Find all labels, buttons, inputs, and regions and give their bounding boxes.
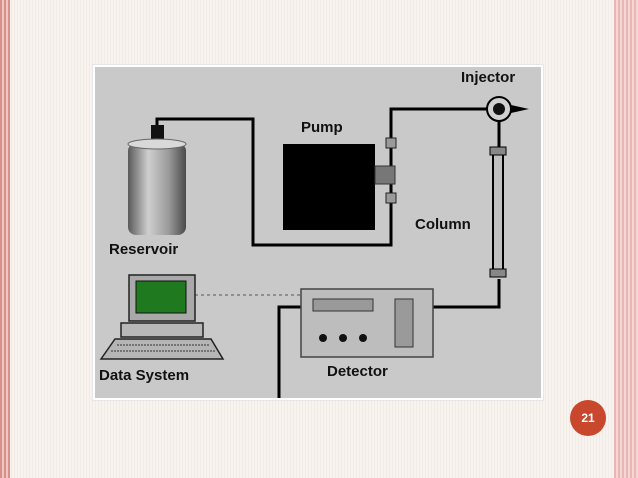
slide-left-border: [0, 0, 10, 478]
column-label: Column: [415, 216, 471, 233]
hplc-diagram-drawing: [99, 96, 529, 398]
page-number-badge: 21: [570, 400, 606, 436]
reservoir-icon: [127, 125, 187, 235]
reservoir-tube: [155, 117, 393, 247]
pump-to-injector-tube: [389, 107, 495, 145]
pump-label: Pump: [301, 119, 343, 136]
injector-icon: [486, 96, 529, 122]
slide-right-border: [614, 0, 638, 478]
waste-tube: [277, 305, 301, 398]
detector-icon: [300, 288, 434, 358]
pump-icon: [283, 137, 397, 230]
data-system-icon: [99, 274, 225, 360]
column-to-detector-tube: [433, 279, 501, 309]
reservoir-label: Reservoir: [109, 241, 179, 258]
data-system-label: Data System: [99, 367, 190, 384]
detector-label: Detector: [327, 363, 388, 380]
column-icon: [489, 121, 507, 278]
hplc-diagram: Injector Pump Column Reservoir Data Syst…: [93, 65, 543, 400]
injector-label: Injector: [461, 69, 516, 86]
